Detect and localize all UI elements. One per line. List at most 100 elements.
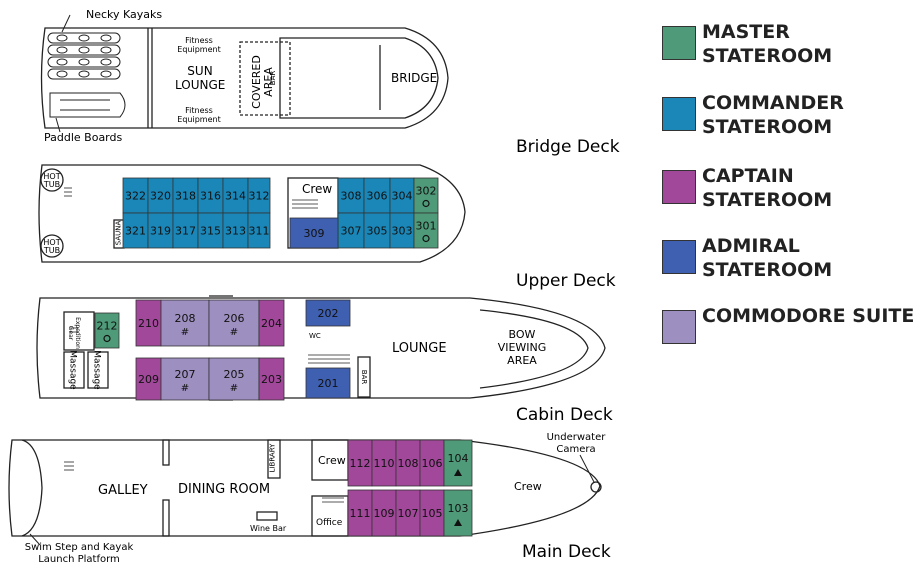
stateroom-number-210: 210 (138, 317, 159, 330)
stateroom-number-106: 106 (422, 457, 443, 470)
stateroom-number-322: 322 (125, 190, 146, 203)
legend-item-commodore: COMMODORE SUITE (662, 305, 920, 366)
stateroom-317[interactable] (172, 212, 199, 249)
stateroom-301[interactable] (413, 212, 439, 249)
hash-marker: # (230, 327, 238, 338)
stateroom-number-316: 316 (200, 190, 221, 203)
stateroom-210[interactable] (135, 299, 162, 347)
stateroom-number-321: 321 (125, 225, 146, 238)
cabin-deck-outline (36, 295, 606, 401)
stateroom-313[interactable] (222, 212, 249, 249)
stateroom-number-107: 107 (398, 507, 419, 520)
bridge-label: BRIDGE (391, 71, 438, 85)
triangle-marker-icon (454, 519, 462, 526)
stateroom-311[interactable] (247, 212, 271, 249)
stateroom-106[interactable] (419, 439, 445, 487)
stateroom-304[interactable] (389, 177, 415, 214)
stateroom-number-104: 104 (448, 452, 469, 465)
sun-lounge-label: SUN LOUNGE (175, 64, 226, 92)
stateroom-number-303: 303 (392, 225, 413, 238)
fitness-equipment-bottom-label: Fitness Equipment (177, 106, 221, 124)
legend-label-master: MASTER STATEROOM (702, 21, 833, 67)
stateroom-number-314: 314 (225, 190, 246, 203)
bridge-bar-label: BAR (269, 70, 278, 86)
legend-swatch-admiral (662, 240, 696, 274)
stateroom-109[interactable] (371, 489, 397, 537)
bow-viewing-area-label: BOW VIEWING AREA (497, 328, 547, 367)
stateroom-number-307: 307 (341, 225, 362, 238)
stateroom-number-202: 202 (318, 307, 339, 320)
stateroom-201[interactable] (305, 367, 351, 399)
stateroom-206[interactable] (208, 299, 260, 347)
stateroom-number-105: 105 (422, 507, 443, 520)
stateroom-303[interactable] (389, 212, 415, 249)
stateroom-112[interactable] (347, 439, 373, 487)
stateroom-107[interactable] (395, 489, 421, 537)
stateroom-number-304: 304 (392, 190, 413, 203)
stateroom-105[interactable] (419, 489, 445, 537)
paddle-board-icon (49, 92, 126, 118)
legend-label-commodore: COMMODORE SUITE (702, 305, 915, 327)
stateroom-103[interactable] (443, 489, 473, 537)
dining-room-label: DINING ROOM (178, 482, 271, 497)
stateroom-204[interactable] (258, 299, 285, 347)
stateroom-110[interactable] (371, 439, 397, 487)
stateroom-number-212: 212 (97, 320, 118, 333)
stateroom-number-103: 103 (448, 502, 469, 515)
legend-swatch-commodore (662, 310, 696, 344)
stateroom-321[interactable] (122, 212, 149, 249)
stateroom-number-308: 308 (341, 190, 362, 203)
stateroom-number-109: 109 (374, 507, 395, 520)
stateroom-104[interactable] (443, 439, 473, 487)
stateroom-108[interactable] (395, 439, 421, 487)
hash-marker: # (230, 383, 238, 394)
wine-bar-label: Wine Bar (250, 524, 287, 533)
hash-marker: # (181, 383, 189, 394)
legend-swatch-captain (662, 170, 696, 204)
stateroom-308[interactable] (337, 177, 365, 214)
stateroom-207[interactable] (160, 357, 210, 401)
stateroom-202[interactable] (305, 299, 351, 327)
bow-crew-label: Crew (514, 480, 542, 493)
office-label: Office (316, 518, 343, 528)
stateroom-number-313: 313 (225, 225, 246, 238)
lounge-label: LOUNGE (392, 341, 447, 356)
upper-crew-label: Crew (302, 182, 333, 196)
circle-marker-icon (422, 234, 430, 243)
cabin-stairs-icon (70, 327, 350, 364)
stateroom-number-312: 312 (249, 190, 270, 203)
stateroom-309[interactable] (289, 217, 339, 249)
stateroom-number-205: 205 (224, 368, 245, 381)
underwater-camera-label: Underwater Camera (546, 432, 606, 455)
legend-label-captain: CAPTAIN STATEROOM (702, 165, 833, 211)
stateroom-number-306: 306 (367, 190, 388, 203)
stateroom-208[interactable] (160, 299, 210, 347)
circle-marker-icon (422, 199, 430, 208)
stateroom-number-204: 204 (261, 317, 282, 330)
main-deck-title: Main Deck (522, 542, 611, 562)
stateroom-number-203: 203 (261, 373, 282, 386)
stateroom-number-111: 111 (350, 507, 371, 520)
stateroom-number-209: 209 (138, 373, 159, 386)
stateroom-315[interactable] (197, 212, 224, 249)
massage-right-label: Massage (91, 350, 102, 390)
stateroom-205[interactable] (208, 357, 260, 401)
stateroom-number-319: 319 (150, 225, 171, 238)
stateroom-number-108: 108 (398, 457, 419, 470)
stateroom-number-301: 301 (416, 220, 437, 233)
legend-item-admiral: ADMIRAL STATEROOM (662, 235, 920, 296)
stateroom-203[interactable] (258, 357, 285, 401)
stateroom-number-315: 315 (200, 225, 221, 238)
stateroom-111[interactable] (347, 489, 373, 537)
stateroom-number-110: 110 (374, 457, 395, 470)
stateroom-number-208: 208 (175, 312, 196, 325)
stateroom-209[interactable] (135, 357, 162, 401)
stateroom-212[interactable] (94, 312, 120, 349)
galley-label: GALLEY (98, 483, 148, 498)
circle-marker-icon (103, 334, 111, 343)
stateroom-318[interactable] (172, 177, 199, 214)
cabin-deck-title: Cabin Deck (516, 405, 613, 425)
